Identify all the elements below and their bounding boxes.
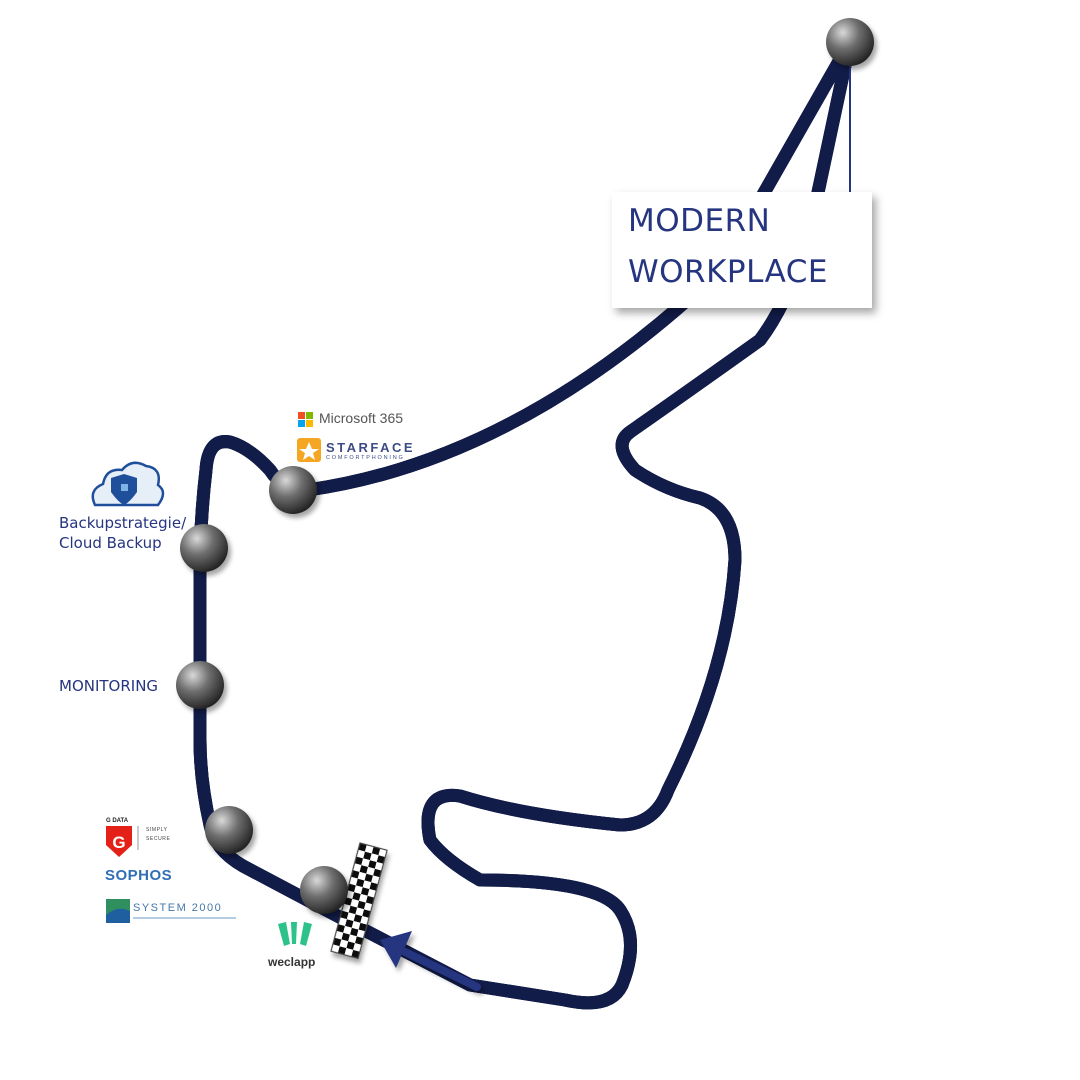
gdata-logo-text: G DATA [106, 818, 129, 824]
cloud-backup-icon [91, 461, 165, 507]
station-ball-backup [180, 524, 228, 572]
destination-line-1: MODERN [628, 203, 771, 239]
microsoft-logo-icon [298, 412, 313, 427]
station-ball-modern-workplace [826, 18, 874, 66]
starface-logo-icon [297, 438, 321, 462]
direction-arrow-icon [380, 931, 481, 991]
backup-label-line-2: Cloud Backup [59, 534, 162, 552]
backup-label: Backupstrategie/ Cloud Backup [59, 513, 186, 553]
gdata-tagline: SIMPLY SECURE [146, 826, 170, 844]
svg-text:G: G [112, 833, 125, 852]
system2000-logo-text: SYSTEM 2000 [133, 902, 223, 914]
starface-tagline: COMFORTPHONING [326, 455, 405, 461]
gdata-tagline-1: SIMPLY [146, 827, 168, 833]
system2000-logo-icon [106, 899, 236, 923]
backup-label-line-1: Backupstrategie/ [59, 514, 187, 532]
weclapp-logo-text: weclapp [268, 955, 316, 969]
track-line [193, 35, 857, 1010]
sophos-logo-text: SOPHOS [105, 867, 173, 884]
gdata-logo-icon: G [106, 826, 139, 857]
starface-logo-text: STARFACE [326, 440, 416, 455]
track-path [193, 35, 857, 1010]
station-ball-weclapp [300, 866, 348, 914]
gdata-tagline-2: SECURE [146, 836, 171, 842]
station-markers [176, 18, 874, 914]
station-ball-monitoring [176, 661, 224, 709]
microsoft-logo-text: Microsoft 365 [319, 410, 404, 426]
destination-line-2: WORKPLACE [628, 254, 828, 290]
destination-box: MODERN WORKPLACE [612, 192, 872, 308]
station-ball-microsoft [269, 466, 317, 514]
station-ball-security [205, 806, 253, 854]
monitoring-label: MONITORING [59, 677, 159, 695]
weclapp-logo-icon [278, 922, 312, 946]
